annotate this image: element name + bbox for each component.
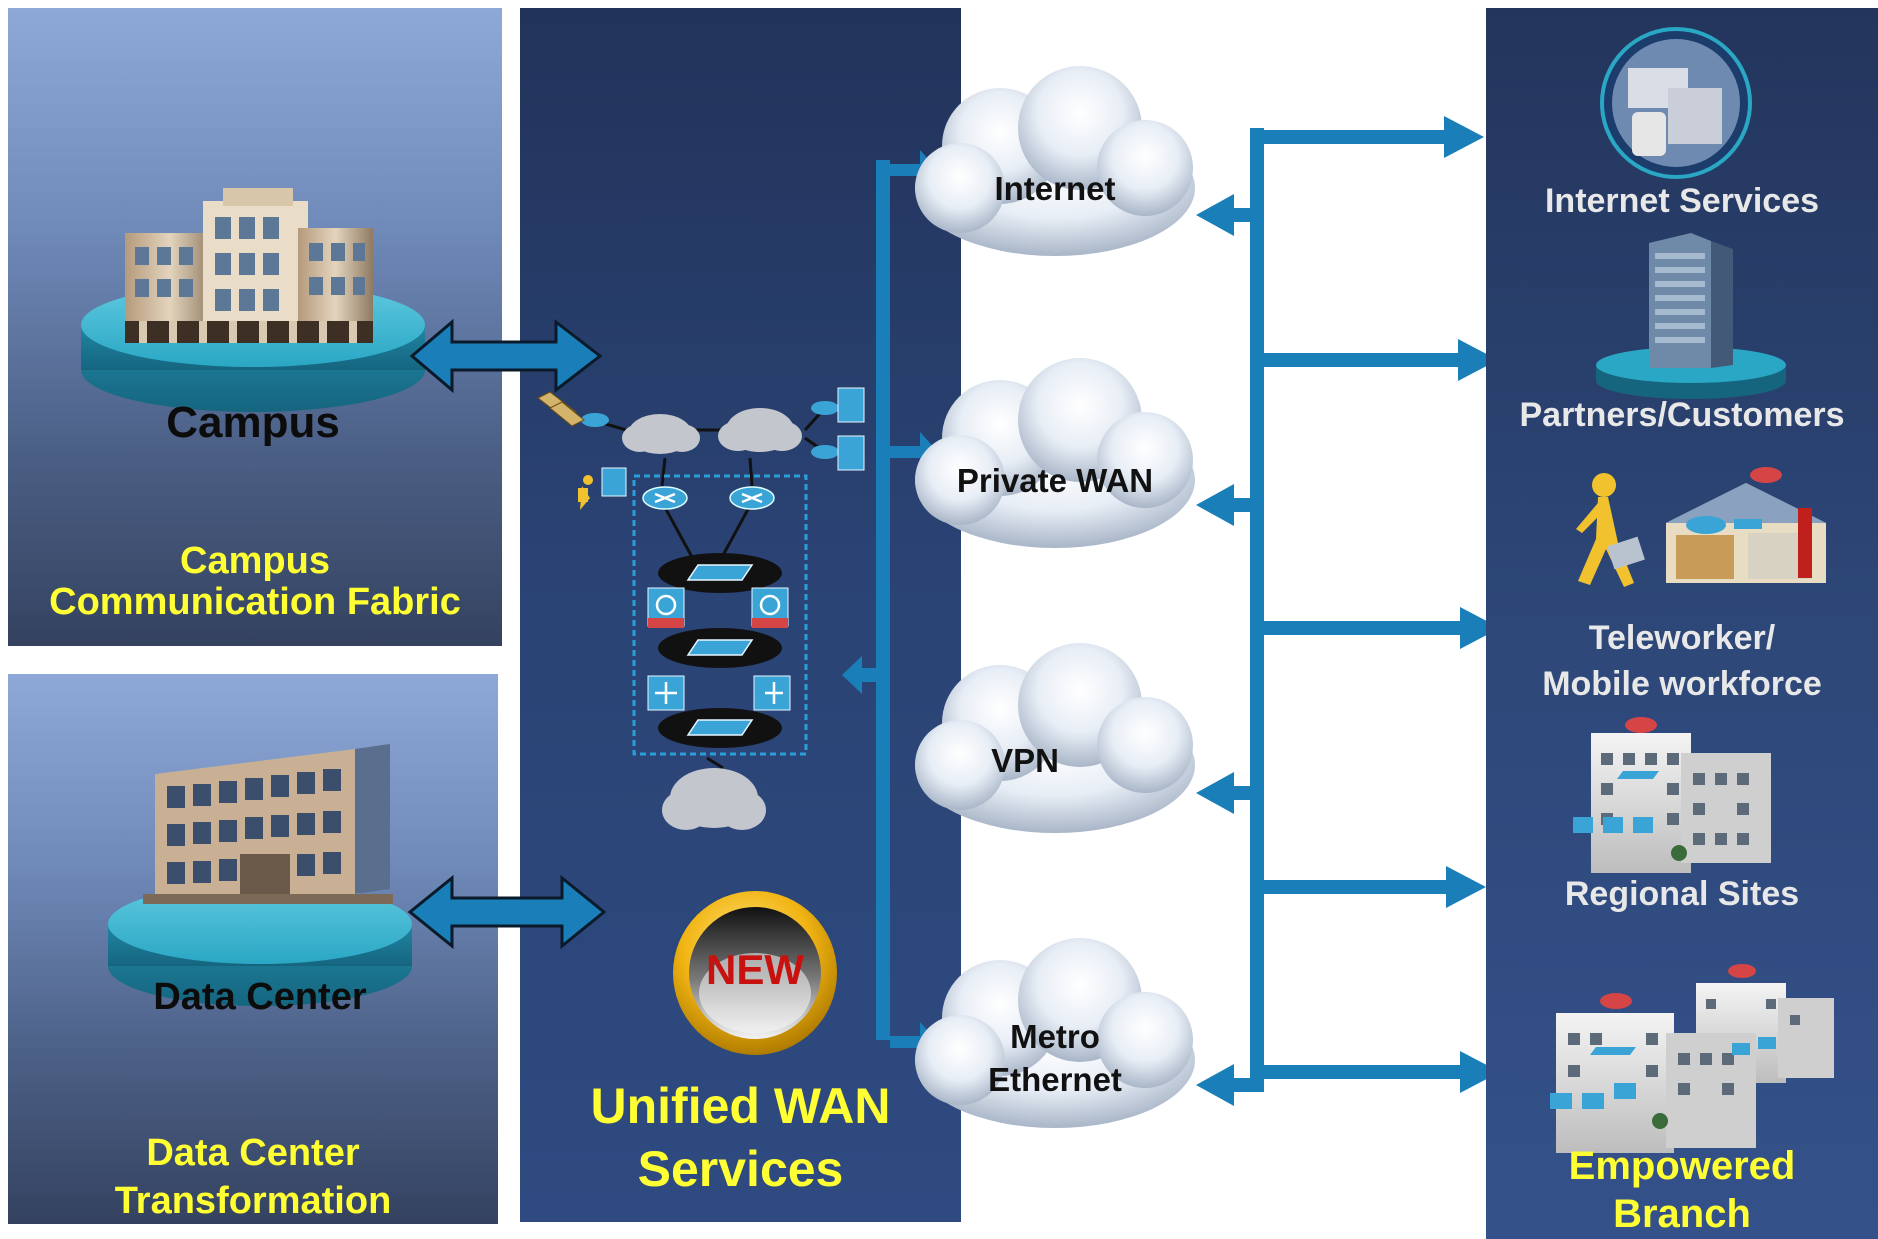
wan-small-cloud-bottom-icon — [662, 768, 766, 830]
firewall-icon — [647, 587, 789, 628]
vpn-cloud-label: VPN — [991, 742, 1059, 779]
campus-platform-label: Campus — [166, 398, 340, 447]
router-icon — [581, 401, 839, 510]
datacenter-caption-line1: Data Center — [146, 1132, 360, 1174]
teleworker-icon — [1576, 467, 1826, 587]
wan-trunk-arrows — [842, 150, 938, 1062]
regional-sites-label: Regional Sites — [1564, 875, 1800, 913]
new-badge-text: NEW — [706, 946, 804, 993]
campus-caption-line1: Campus — [180, 540, 330, 582]
campus-double-arrow — [409, 318, 603, 394]
empowered-branch-label-line1: Empowered — [1568, 1144, 1796, 1188]
layer3-switch-icon — [647, 675, 791, 711]
campus-building-icon — [81, 188, 425, 412]
internet-services-icon — [1600, 27, 1752, 179]
datacenter-caption-line2: Transformation — [114, 1180, 392, 1222]
teleworker-label-line1: Teleworker/ — [1588, 619, 1776, 657]
internet-cloud-label: Internet — [994, 170, 1116, 207]
teleworker-label-line2: Mobile workforce — [1542, 665, 1822, 703]
wan-small-cloud-right-icon — [718, 408, 802, 452]
campus-caption-line2: Communication Fabric — [49, 581, 461, 623]
partners-customers-icon — [1596, 233, 1786, 399]
mobile-user-icon — [578, 475, 596, 510]
internet-cloud-icon — [915, 66, 1195, 256]
remote-site-icon — [537, 391, 585, 427]
datacenter-double-arrow — [407, 874, 607, 950]
destinations-panel: Internet Services Partners/Customers Tel… — [1486, 8, 1878, 1239]
wan-title-line2: Services — [637, 1141, 844, 1197]
metro-ethernet-cloud-label-line2: Ethernet — [988, 1061, 1122, 1098]
distribution-bus — [1196, 116, 1500, 1106]
wan-topology-diagram — [537, 387, 865, 830]
empowered-branch-icon — [1550, 964, 1834, 1153]
switch-icon — [686, 564, 754, 736]
datacenter-panel: Data Center Data Center Transformation — [8, 674, 498, 1224]
datacenter-platform-label: Data Center — [153, 976, 367, 1018]
datacenter-building-icon — [108, 744, 412, 1006]
regional-sites-icon — [1573, 717, 1771, 873]
private-wan-cloud-icon — [915, 358, 1195, 548]
partners-customers-label: Partners/Customers — [1519, 396, 1845, 434]
wan-small-cloud-left-icon — [622, 414, 700, 454]
empowered-branch-label-line2: Branch — [1613, 1192, 1751, 1236]
new-badge-icon — [673, 891, 837, 1055]
server-icon — [601, 387, 865, 497]
campus-panel: Campus Campus Communication Fabric — [8, 8, 502, 646]
core-cluster-box — [632, 474, 808, 756]
vpn-cloud-icon — [915, 643, 1195, 833]
metro-ethernet-cloud-label-line1: Metro — [1010, 1018, 1100, 1055]
metro-ethernet-cloud-icon — [915, 938, 1195, 1128]
private-wan-cloud-label: Private WAN — [956, 462, 1154, 499]
internet-services-label: Internet Services — [1544, 182, 1820, 220]
wan-title-line1: Unified WAN — [590, 1078, 891, 1134]
